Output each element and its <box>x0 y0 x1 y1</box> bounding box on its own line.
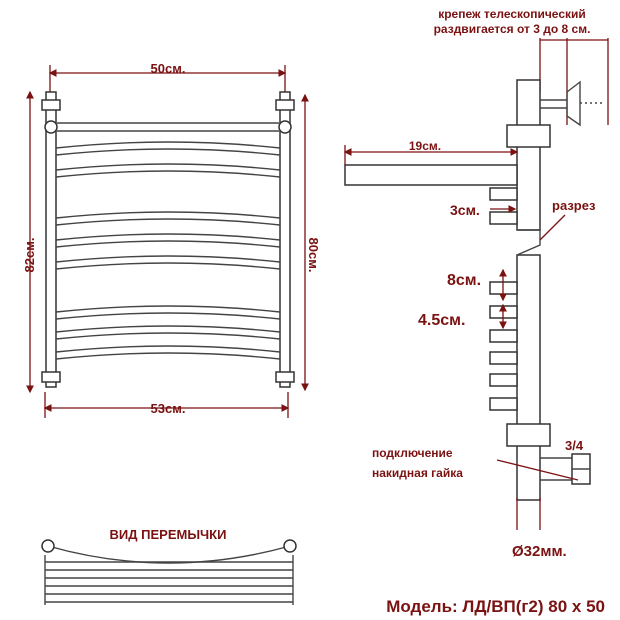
height-right-label: 80см. <box>306 238 321 273</box>
rung <box>55 305 281 313</box>
rung <box>55 170 281 178</box>
rung <box>55 325 281 333</box>
rung-stub <box>489 397 518 411</box>
mount-note-line2: раздвигается от 3 до 8 см. <box>434 22 591 36</box>
rung <box>55 352 281 360</box>
rung <box>55 148 281 156</box>
rung <box>55 240 281 248</box>
jumper-view: ВИД ПЕРЕМЫЧКИ <box>41 527 297 605</box>
rung <box>55 141 281 149</box>
connection-line2: накидная гайка <box>372 466 463 480</box>
spacing-large-label: 8см. <box>447 272 481 289</box>
rung <box>55 332 281 340</box>
rung <box>55 255 281 263</box>
rung <box>55 163 281 171</box>
side-view: крепеж телескопический раздвигается от 3… <box>343 7 609 560</box>
spacing-small-label: 4.5см. <box>418 312 465 329</box>
width-bottom-label: 53см. <box>151 401 186 416</box>
rung <box>55 233 281 241</box>
height-left-label: 82см. <box>22 238 37 273</box>
cut-label: разрез <box>552 198 596 213</box>
rung-stub <box>489 187 518 201</box>
thread-label: 3/4 <box>565 438 584 453</box>
rung <box>55 218 281 226</box>
rung-stub <box>489 373 518 387</box>
front-view: 50см. 82см. 80см. 53см. <box>22 61 321 418</box>
rung-stub <box>489 351 518 365</box>
width-top-label: 50см. <box>151 61 186 76</box>
rung <box>55 262 281 270</box>
rungs <box>55 141 281 360</box>
rung <box>55 211 281 219</box>
jumper-view-title: ВИД ПЕРЕМЫЧКИ <box>110 527 227 542</box>
mount-note-line1: крепеж телескопический <box>438 7 586 21</box>
connection-line1: подключение <box>372 446 453 460</box>
pipe-diameter-label: Ø32мм. <box>512 543 567 560</box>
model-label: Модель: ЛД/ВП(г2) 80 х 50 <box>386 597 605 616</box>
rung <box>55 345 281 353</box>
stub-gap-label: 3см. <box>450 202 480 218</box>
rung <box>55 312 281 320</box>
rung-stub <box>489 211 518 225</box>
depth-label: 19см. <box>409 139 441 153</box>
rung-stub <box>489 329 518 343</box>
